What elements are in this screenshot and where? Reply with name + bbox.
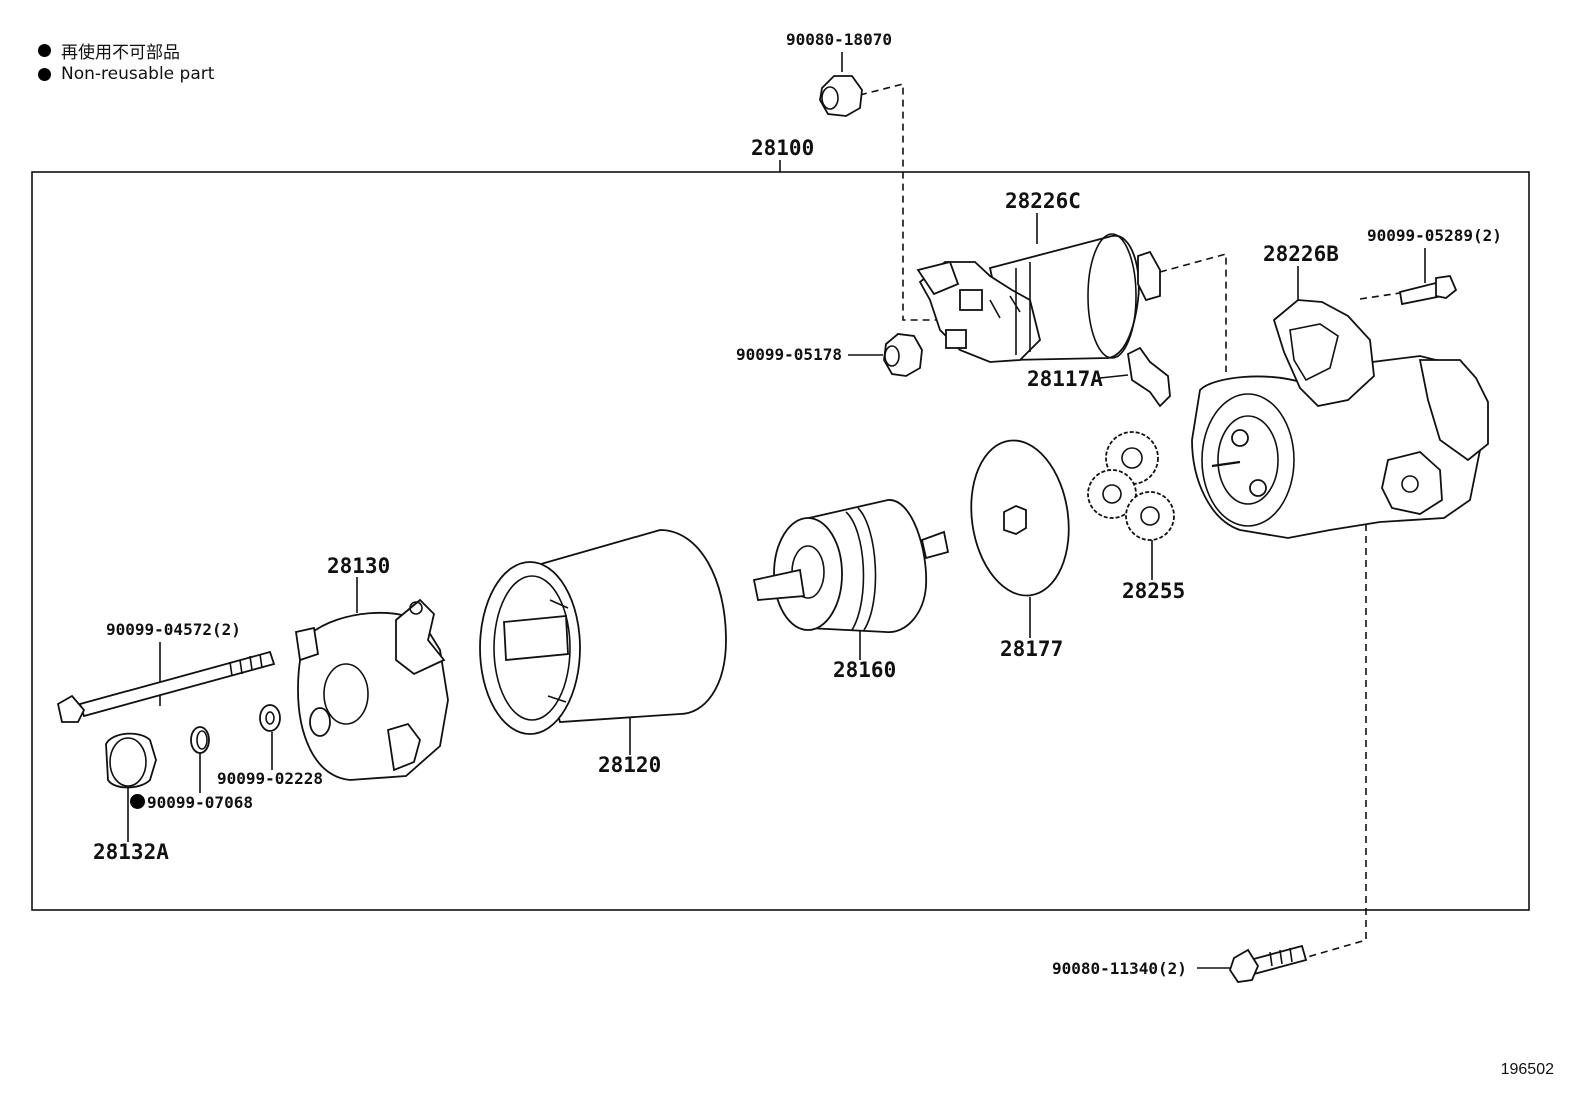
legend-jp: 再使用不可部品 (38, 38, 180, 63)
label-90099-07068: 90099-07068 (130, 794, 253, 811)
label-28160: 28160 (833, 658, 897, 682)
bolt-90080-11340 (1229, 944, 1308, 983)
end-frame-28130 (294, 598, 449, 781)
lever-28117A (1127, 346, 1171, 408)
bolt-90099-05289 (1398, 275, 1458, 306)
armature-28160 (752, 499, 950, 633)
figure-number: 196502 (1500, 1061, 1554, 1078)
label-90080-18070: 90080-18070 (786, 30, 892, 49)
non-reusable-bullet-icon (38, 67, 51, 81)
label-90099-04572: 90099-04572(2) (106, 620, 241, 639)
legend-en-text: Non-reusable part (61, 64, 215, 84)
label-28226C: 28226C (1005, 189, 1081, 213)
washer-90099-02228 (259, 704, 281, 732)
planetary-gears-28255 (1087, 431, 1175, 541)
label-28177: 28177 (1000, 637, 1064, 661)
label-28117A: 28117A (1027, 367, 1103, 391)
starter-housing-28226B (1191, 299, 1489, 539)
legend-jp-text: 再使用不可部品 (61, 43, 180, 63)
label-28130: 28130 (327, 554, 391, 578)
label-90099-02228: 90099-02228 (217, 769, 323, 788)
label-28132A: 28132A (93, 840, 169, 864)
label-28100: 28100 (751, 136, 815, 160)
plate-28177 (970, 439, 1070, 597)
through-bolt-90099-04572 (56, 650, 276, 723)
label-28120: 28120 (598, 753, 662, 777)
yoke-28120 (479, 529, 727, 735)
dashed-assembly-lines (859, 82, 1410, 959)
nut-90099-05178 (883, 333, 923, 377)
nut-90080-18070 (819, 75, 863, 117)
label-28255: 28255 (1122, 579, 1186, 603)
magnetic-switch-28226C (916, 233, 1161, 363)
label-90099-05289: 90099-05289(2) (1367, 226, 1502, 245)
cap-28132A (105, 732, 157, 789)
label-28226B: 28226B (1263, 242, 1339, 266)
non-reusable-bullet-icon (38, 44, 51, 57)
legend-en: Non-reusable part (38, 64, 214, 84)
label-90099-05178: 90099-05178 (736, 345, 842, 364)
label-90080-11340: 90080-11340(2) (1052, 959, 1187, 978)
snap-ring-90099-07068 (190, 726, 210, 754)
label-90099-07068-text: 90099-07068 (147, 793, 253, 812)
non-reusable-bullet-icon (130, 794, 145, 809)
